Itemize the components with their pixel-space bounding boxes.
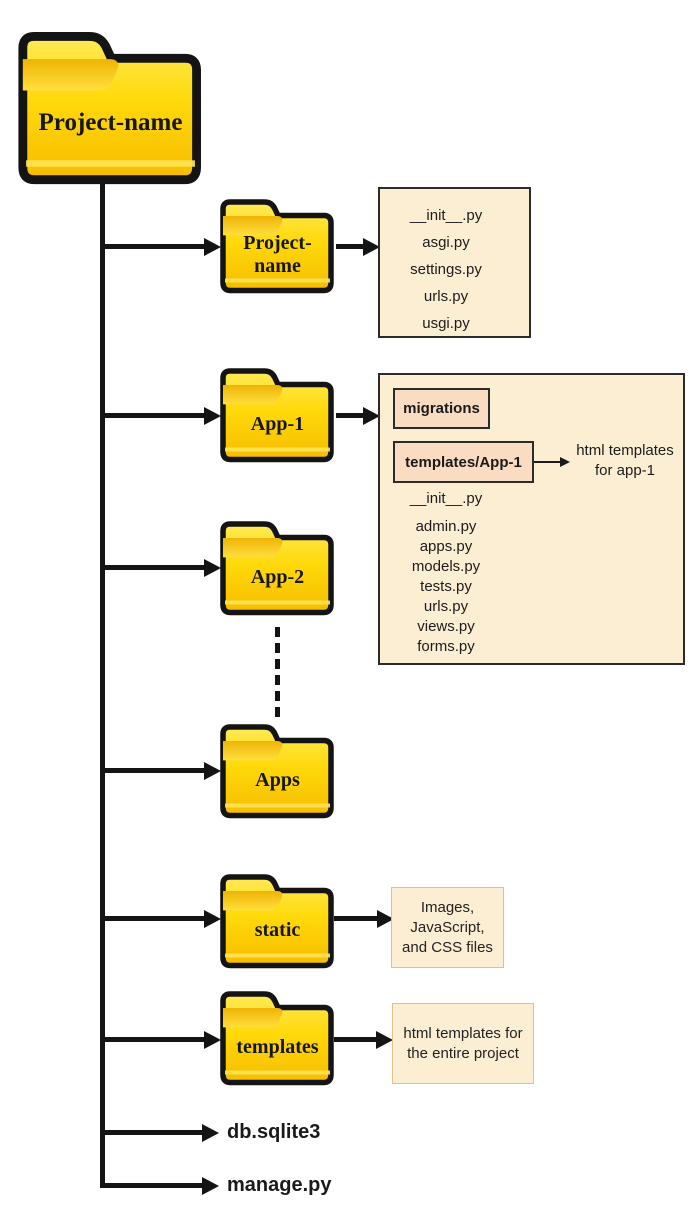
file-item: tests.py [420, 578, 472, 595]
file-item: admin.py [415, 518, 477, 535]
static-note-text: Images, JavaScript, and CSS files [402, 898, 493, 956]
file-item: asgi.py [422, 234, 470, 251]
arrowhead-static-to-note [377, 910, 394, 928]
tree-trunk-line [100, 183, 105, 1188]
branch-arrow-static [100, 916, 204, 921]
arrow-templates-to-note [334, 1037, 377, 1042]
file-item: forms.py [417, 638, 475, 655]
folder-static: static [220, 873, 335, 970]
folder-label: templates [236, 1035, 319, 1058]
db-sqlite3-label: db.sqlite3 [227, 1121, 321, 1143]
migrations-label: migrations [403, 400, 480, 417]
folder-icon [220, 991, 334, 1086]
branch-arrow-templates [100, 1037, 204, 1042]
branch-arrowhead-templates [204, 1031, 221, 1049]
branch-arrow-manage [100, 1183, 202, 1188]
file-item: settings.py [410, 261, 482, 278]
branch-arrowhead-project [204, 238, 221, 256]
branch-arrowhead-app1 [204, 407, 221, 425]
dashed-connector [275, 627, 280, 717]
folder-app-2: App-2 [220, 520, 335, 617]
folder-icon [220, 521, 334, 616]
manage-py-label: manage.py [227, 1174, 332, 1196]
arrow-templates-app1-note [534, 461, 561, 463]
file-item: usgi.py [422, 315, 470, 332]
arrow-app1-to-box [336, 413, 364, 418]
templates-note-text: html templates for the entire project [403, 1024, 523, 1062]
branch-arrow-apps [100, 768, 204, 773]
migrations-folder-chip: migrations [393, 388, 490, 429]
folder-templates: templates [220, 990, 335, 1087]
folder-label: Project- name [243, 232, 312, 277]
folder-icon [220, 724, 334, 819]
folder-icon [220, 874, 334, 969]
folder-app-1: App-1 [220, 367, 335, 464]
arrow-static-to-note [334, 916, 378, 921]
project-files-box: __init__.py asgi.py settings.py urls.py … [378, 187, 531, 338]
branch-arrowhead-static [204, 910, 221, 928]
folder-label: App-1 [250, 412, 305, 435]
branch-arrow-app1 [100, 413, 204, 418]
folder-icon [220, 368, 334, 463]
folder-label: App-2 [250, 565, 305, 588]
arrowhead-templates-app1-note [560, 457, 570, 467]
branch-arrow-app2 [100, 565, 204, 570]
root-project-folder: Project-name [18, 30, 203, 187]
branch-arrowhead-db [202, 1124, 219, 1142]
file-item: urls.py [423, 598, 469, 615]
file-item: views.py [417, 618, 475, 635]
templates-app1-folder-chip: templates/App-1 [393, 441, 534, 483]
app1-files-list: __init__.py admin.py apps.py models.py t… [386, 489, 506, 657]
folder-label: Apps [255, 768, 300, 791]
file-item: apps.py [419, 538, 473, 555]
folder-project-name: Project- name [220, 198, 335, 295]
branch-arrow-db [100, 1130, 202, 1135]
static-note-box: Images, JavaScript, and CSS files [391, 887, 504, 968]
app1-contents-box: migrations templates/App-1 html template… [378, 373, 685, 665]
folder-apps: Apps [220, 723, 335, 820]
app1-templates-note: html templates for app-1 [576, 442, 674, 479]
folder-icon [220, 199, 334, 294]
templates-note-box: html templates for the entire project [392, 1003, 534, 1084]
project-files-list: __init__.py asgi.py settings.py urls.py … [386, 202, 506, 337]
branch-arrowhead-manage [202, 1177, 219, 1195]
branch-arrowhead-app2 [204, 559, 221, 577]
file-item: __init__.py [409, 490, 483, 507]
file-item: models.py [411, 558, 481, 575]
folder-label: static [254, 918, 301, 941]
root-folder-label: Project-name [38, 109, 183, 137]
branch-arrow-project [100, 244, 204, 249]
arrowhead-app1-to-box [363, 407, 380, 425]
file-item: __init__.py [409, 207, 483, 224]
templates-app1-label: templates/App-1 [405, 453, 522, 471]
branch-arrowhead-apps [204, 762, 221, 780]
file-item: urls.py [423, 288, 469, 305]
arrowhead-templates-to-note [376, 1031, 393, 1049]
arrowhead-project-to-files [363, 238, 380, 256]
folder-icon [18, 32, 201, 185]
arrow-project-to-files [336, 244, 364, 249]
